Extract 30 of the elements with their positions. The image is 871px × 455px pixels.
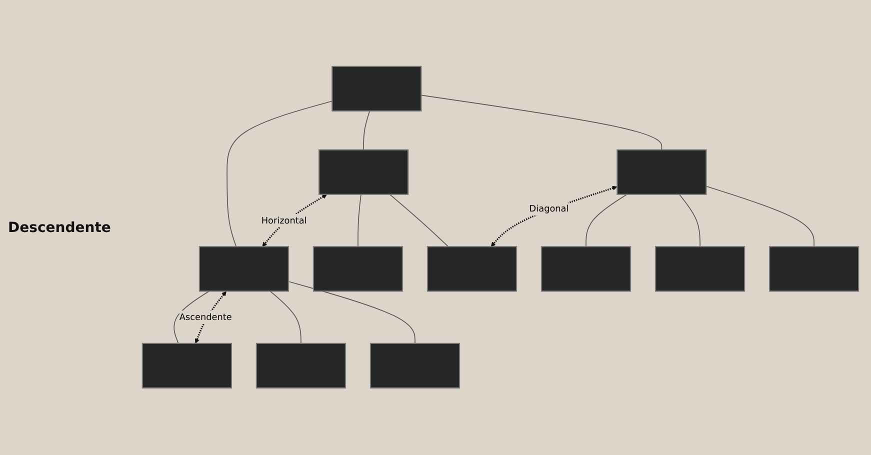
node-box	[256, 343, 346, 389]
node-box	[769, 246, 860, 292]
node-box	[332, 66, 422, 112]
connector	[358, 194, 362, 248]
arrow	[490, 186, 618, 248]
node-box	[318, 150, 409, 196]
connector	[706, 186, 814, 248]
connector	[226, 101, 333, 248]
arrow	[262, 194, 328, 248]
connector	[288, 281, 416, 344]
node-box	[540, 246, 632, 292]
node-box	[616, 150, 707, 196]
edge-label: Diagonal	[529, 204, 569, 214]
arrow-label: Descendente	[8, 220, 112, 236]
node-box	[142, 343, 232, 389]
node-box	[312, 246, 404, 292]
connector	[586, 194, 628, 248]
node-box	[426, 246, 518, 292]
edge-label: Horizontal	[261, 215, 307, 226]
node-box	[198, 246, 289, 292]
connector	[420, 95, 662, 151]
connector	[270, 291, 302, 344]
node-box	[370, 343, 460, 389]
connector	[389, 194, 449, 248]
arrow	[194, 291, 226, 344]
edge-label: Ascendente	[179, 312, 232, 323]
node-box	[654, 246, 746, 292]
connector	[363, 110, 370, 151]
connector	[678, 194, 700, 248]
connector	[174, 291, 210, 344]
